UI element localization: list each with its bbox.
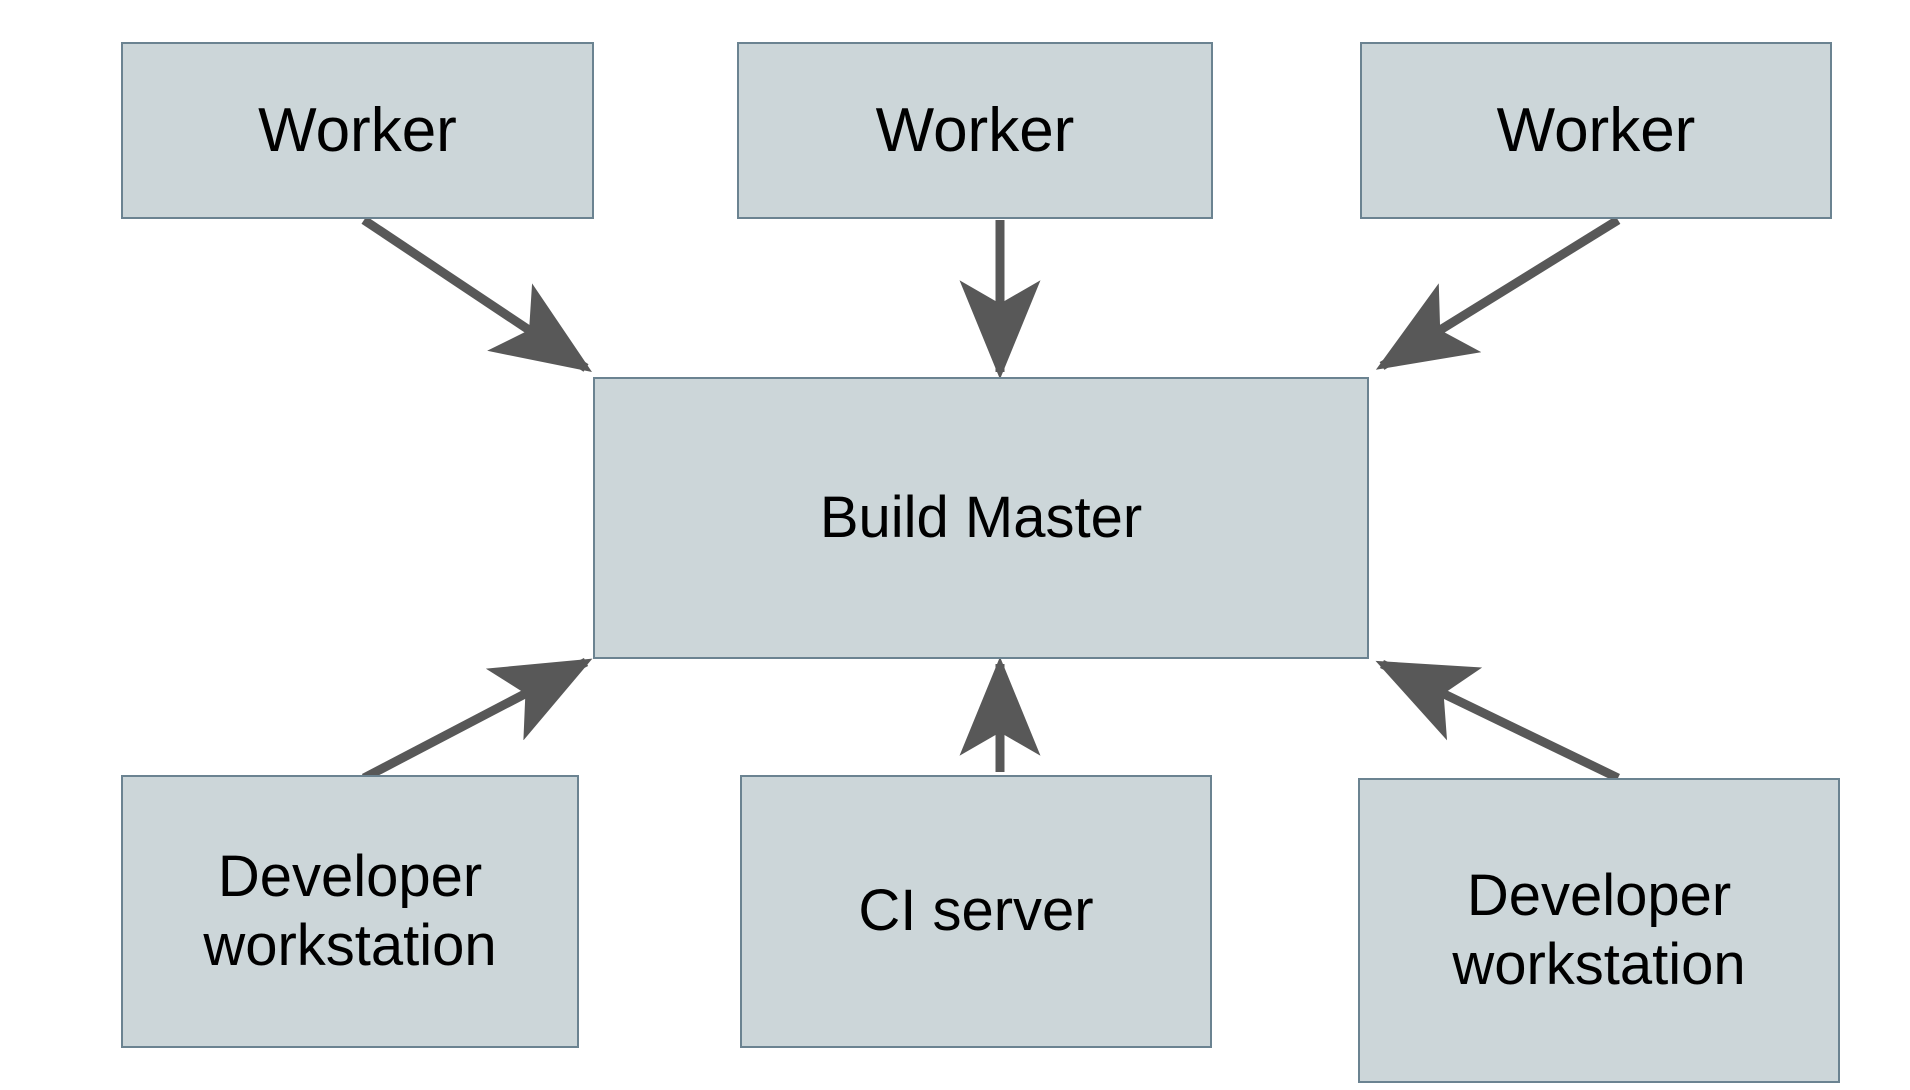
edge-dev-ws-left-to-build-master xyxy=(361,658,593,782)
node-worker-2-label: Worker xyxy=(875,95,1075,165)
edge-worker-1-to-build-master xyxy=(361,216,592,372)
edge-worker-3-to-build-master xyxy=(1375,216,1621,370)
node-developer-workstation-left-label: Developer workstation xyxy=(203,844,497,978)
node-build-master[interactable]: Build Master xyxy=(593,377,1369,659)
node-developer-workstation-right-label: Developer workstation xyxy=(1452,863,1746,997)
node-worker-3-label: Worker xyxy=(1496,95,1696,165)
node-build-master-label: Build Master xyxy=(819,484,1143,550)
node-worker-1-label: Worker xyxy=(258,95,457,165)
node-developer-workstation-right[interactable]: Developer workstation xyxy=(1358,778,1840,1083)
node-ci-server-label: CI server xyxy=(858,878,1094,944)
node-ci-server[interactable]: CI server xyxy=(740,775,1212,1048)
node-worker-2[interactable]: Worker xyxy=(737,42,1213,219)
node-worker-3[interactable]: Worker xyxy=(1360,42,1832,219)
node-developer-workstation-left[interactable]: Developer workstation xyxy=(121,775,579,1048)
edge-dev-ws-right-to-build-master xyxy=(1375,659,1620,783)
node-worker-1[interactable]: Worker xyxy=(121,42,594,219)
